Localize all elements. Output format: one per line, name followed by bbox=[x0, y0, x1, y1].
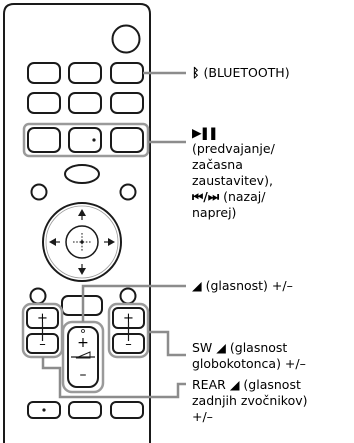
rear-line1: (glasnost bbox=[243, 377, 301, 392]
playback-buttons bbox=[27, 127, 144, 153]
subwoofer-prefix: SW bbox=[192, 340, 213, 355]
subwoofer-highlight-box bbox=[107, 302, 150, 359]
prev-next-icon: ⏮/⏭ bbox=[192, 189, 220, 204]
volume-wedge-icon: ◢ bbox=[192, 278, 202, 293]
small-round-button[interactable] bbox=[29, 287, 47, 305]
play-pause-dot bbox=[92, 138, 96, 142]
small-round-button[interactable] bbox=[119, 183, 137, 201]
input-buttons-row2 bbox=[27, 92, 144, 114]
playback-highlight-box bbox=[22, 122, 150, 158]
rear-line3: +/– bbox=[192, 409, 213, 424]
playback-line1: (predvajanje/ bbox=[192, 141, 275, 156]
input-buttons-row1 bbox=[27, 62, 144, 84]
power-button[interactable] bbox=[111, 24, 141, 54]
subwoofer-plus: + bbox=[123, 311, 134, 326]
subwoofer-line1: (glasnost bbox=[229, 340, 288, 355]
subwoofer-label: SW ◢ (glasnost globokotonca) +/– bbox=[192, 340, 306, 372]
bottom-button[interactable] bbox=[110, 401, 144, 419]
input-button[interactable] bbox=[68, 62, 102, 84]
input-button[interactable] bbox=[27, 62, 61, 84]
input-button[interactable] bbox=[68, 92, 102, 114]
playback-line2: začasna bbox=[192, 157, 243, 172]
volume-label-text: (glasnost) +/– bbox=[205, 278, 293, 293]
input-button[interactable] bbox=[110, 92, 144, 114]
rear-label: REAR ◢ (glasnost zadnjih zvočnikov) +/– bbox=[192, 377, 308, 425]
rear-line2: zadnjih zvočnikov) bbox=[192, 393, 308, 408]
volume-plus: + bbox=[77, 335, 89, 351]
playback-line4: (nazaj/ bbox=[223, 189, 266, 204]
volume-minus: – bbox=[80, 367, 87, 383]
oval-button[interactable] bbox=[64, 164, 100, 184]
playback-label: ▶❚❚ (predvajanje/ začasna zaustavitev), … bbox=[192, 125, 275, 221]
subwoofer-line2: globokotonca) +/– bbox=[192, 356, 306, 371]
rear-minus: – bbox=[39, 337, 46, 352]
volume-wedge-mark bbox=[75, 351, 91, 359]
arrow-icons bbox=[49, 209, 115, 275]
prev-button[interactable] bbox=[27, 127, 61, 153]
next-button[interactable] bbox=[110, 127, 144, 153]
small-round-button[interactable] bbox=[119, 287, 137, 305]
bluetooth-label-text: (BLUETOOTH) bbox=[203, 65, 290, 80]
input-button[interactable] bbox=[27, 92, 61, 114]
play-pause-icon: ▶❚❚ bbox=[192, 125, 219, 140]
rear-plus: + bbox=[37, 311, 48, 326]
subwoofer-minus: – bbox=[125, 337, 132, 352]
subwoofer-rocker[interactable]: + – bbox=[112, 307, 145, 354]
navigation-pad[interactable] bbox=[42, 202, 122, 282]
rear-prefix: REAR bbox=[192, 377, 226, 392]
volume-rocker[interactable]: + – bbox=[67, 326, 99, 388]
playback-line3: zaustavitev), bbox=[192, 173, 273, 188]
volume-wedge-icon: ◢ bbox=[216, 340, 226, 355]
volume-label: ◢ (glasnost) +/– bbox=[192, 278, 293, 294]
leader-lines bbox=[41, 71, 186, 399]
rear-rocker[interactable]: + – bbox=[26, 307, 59, 354]
volume-wedge-icon: ◢ bbox=[229, 377, 240, 392]
playback-line5: naprej) bbox=[192, 205, 237, 220]
bluetooth-label: ᛒ (BLUETOOTH) bbox=[192, 65, 290, 81]
play-pause-button[interactable] bbox=[68, 127, 102, 153]
bluetooth-button[interactable] bbox=[110, 62, 144, 84]
bluetooth-icon: ᛒ bbox=[192, 65, 200, 80]
bottom-button[interactable] bbox=[68, 401, 102, 419]
small-round-button[interactable] bbox=[30, 183, 48, 201]
